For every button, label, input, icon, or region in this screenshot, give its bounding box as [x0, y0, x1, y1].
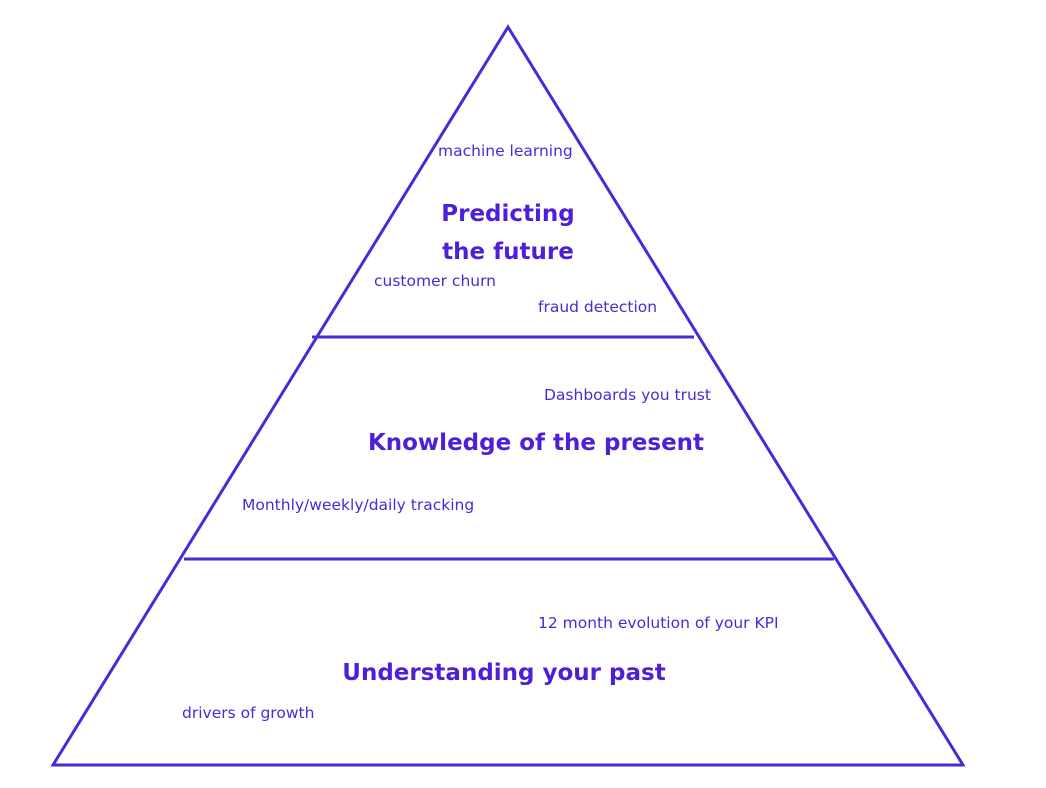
label-kpi-evolution: 12 month evolution of your KPI — [538, 614, 779, 632]
label-dashboards-you-trust: Dashboards you trust — [544, 386, 711, 404]
tier-title-line-2: the future — [442, 239, 574, 265]
label-drivers-of-growth: drivers of growth — [182, 704, 315, 722]
label-machine-learning: machine learning — [438, 142, 573, 160]
label-tracking: Monthly/weekly/daily tracking — [242, 496, 475, 514]
tier-title-predicting-the-future: Predicting the future — [418, 195, 598, 271]
pyramid-outline — [50, 24, 966, 767]
tier-title-line-1: Predicting — [441, 201, 575, 227]
label-customer-churn: customer churn — [374, 272, 497, 290]
tier-title-understanding-your-past: Understanding your past — [342, 660, 666, 686]
tier-title-knowledge-of-the-present: Knowledge of the present — [367, 430, 705, 456]
label-fraud-detection: fraud detection — [538, 298, 658, 316]
